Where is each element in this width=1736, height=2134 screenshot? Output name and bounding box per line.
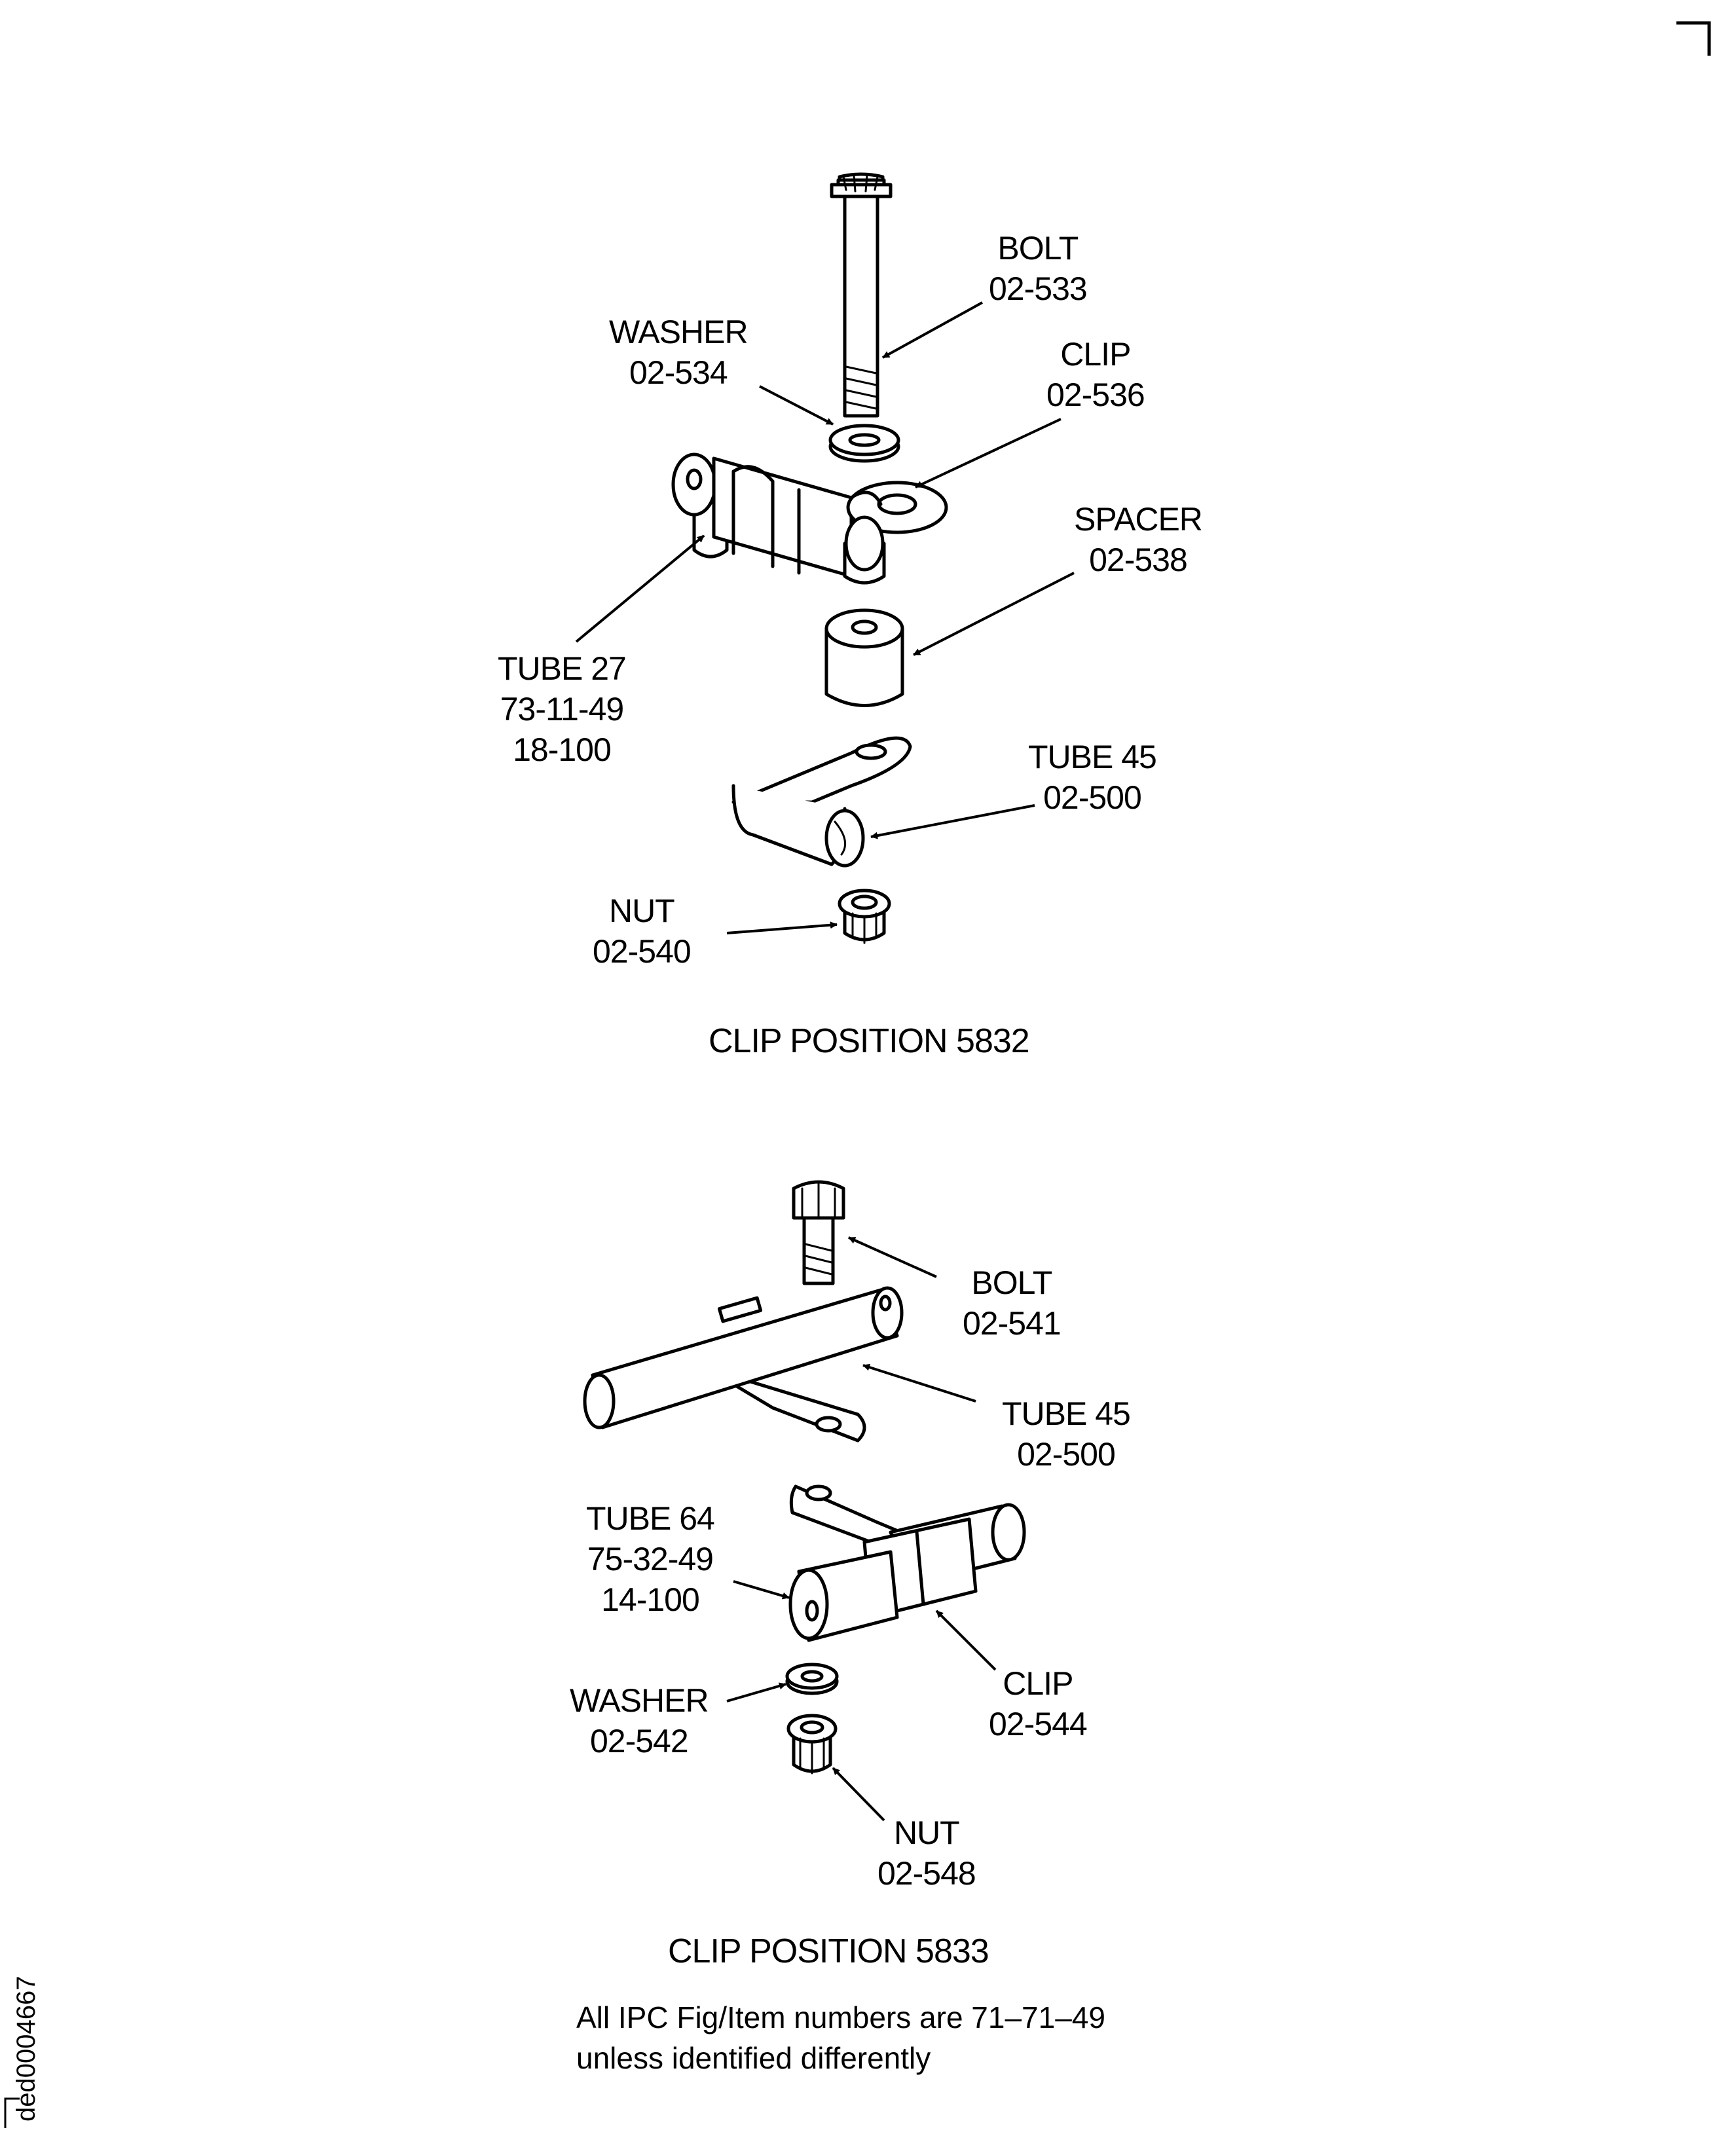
label-part: 02-538 bbox=[1089, 542, 1188, 578]
footnote: All IPC Fig/Item numbers are 71–71–49 un… bbox=[576, 1997, 1105, 2078]
label-nut-02-548: NUT 02-548 bbox=[877, 1812, 976, 1894]
label-part: 02-533 bbox=[989, 270, 1088, 307]
leader-tube-27 bbox=[575, 534, 705, 643]
label-tube-45-fig1: TUBE 45 02-500 bbox=[1028, 737, 1157, 818]
label-spacer-02-538: SPACER 02-538 bbox=[1074, 499, 1203, 580]
label-tube-27: TUBE 27 73-11-49 18-100 bbox=[498, 648, 627, 770]
nut-02-540-drawing bbox=[838, 889, 891, 944]
label-part: 02-542 bbox=[589, 1723, 689, 1759]
label-washer-02-542: WASHER 02-542 bbox=[570, 1680, 709, 1761]
leader-nut-02-540 bbox=[726, 921, 838, 934]
label-fig: 73-11-49 bbox=[500, 691, 624, 727]
corner-mark-bottom-left bbox=[4, 2097, 20, 2128]
label-bolt-02-541: BOLT 02-541 bbox=[963, 1262, 1062, 1344]
label-part: 02-544 bbox=[989, 1706, 1088, 1742]
leader-tube-64 bbox=[733, 1580, 790, 1600]
label-name: TUBE 27 bbox=[498, 650, 627, 687]
label-part: 02-540 bbox=[593, 933, 692, 970]
washer-02-542-drawing bbox=[785, 1663, 839, 1695]
label-name: NUT bbox=[893, 1814, 960, 1851]
spacer-02-538-drawing bbox=[824, 608, 904, 707]
label-name: SPACER bbox=[1074, 501, 1203, 538]
label-name: NUT bbox=[608, 892, 675, 929]
leader-washer-02-534 bbox=[759, 385, 834, 426]
nut-02-548-drawing bbox=[786, 1714, 838, 1775]
label-part: 02-500 bbox=[1043, 779, 1142, 816]
label-clip-02-544: CLIP 02-544 bbox=[989, 1663, 1088, 1744]
leader-tube-45-fig2 bbox=[862, 1363, 976, 1403]
label-name: WASHER bbox=[570, 1682, 709, 1719]
footnote-line-1: All IPC Fig/Item numbers are 71–71–49 bbox=[576, 2000, 1105, 2034]
footnote-line-2: unless identified differently bbox=[576, 2041, 931, 2075]
label-part: 02-541 bbox=[963, 1305, 1062, 1342]
corner-mark-top-right bbox=[1676, 21, 1711, 56]
label-bolt-02-533: BOLT 02-533 bbox=[989, 228, 1088, 309]
label-tube-45-fig2: TUBE 45 02-500 bbox=[1002, 1393, 1131, 1475]
leader-spacer-02-538 bbox=[913, 572, 1075, 656]
tube-45-clip-drawing bbox=[731, 736, 912, 868]
label-part: 02-548 bbox=[877, 1855, 976, 1892]
figure2-caption: CLIP POSITION 5833 bbox=[668, 1932, 989, 1970]
label-name: TUBE 45 bbox=[1002, 1395, 1131, 1432]
tube-45-long-drawing bbox=[583, 1286, 904, 1443]
label-name: WASHER bbox=[609, 314, 748, 350]
washer-02-534-drawing bbox=[828, 424, 900, 463]
label-item: 18-100 bbox=[513, 731, 612, 768]
label-item: 14-100 bbox=[601, 1581, 700, 1618]
bolt-02-541-drawing bbox=[792, 1180, 845, 1285]
figure1-caption: CLIP POSITION 5832 bbox=[709, 1022, 1030, 1060]
label-tube-64: TUBE 64 75-32-49 14-100 bbox=[586, 1498, 715, 1620]
label-fig: 75-32-49 bbox=[587, 1541, 714, 1577]
label-name: CLIP bbox=[1060, 336, 1131, 373]
label-part: 02-534 bbox=[629, 354, 728, 391]
label-clip-02-536: CLIP 02-536 bbox=[1046, 334, 1145, 415]
label-name: CLIP bbox=[1003, 1665, 1073, 1702]
label-washer-02-534: WASHER 02-534 bbox=[609, 312, 748, 393]
label-part: 02-500 bbox=[1017, 1436, 1116, 1473]
tube-27-clip-assembly-drawing bbox=[671, 452, 948, 585]
label-name: BOLT bbox=[997, 230, 1079, 267]
leader-washer-02-542 bbox=[726, 1682, 786, 1702]
leader-bolt-02-541 bbox=[848, 1236, 937, 1278]
leader-bolt-02-533 bbox=[882, 301, 983, 359]
leader-clip-02-544 bbox=[935, 1610, 997, 1671]
bolt-02-533-drawing bbox=[830, 172, 893, 418]
label-name: TUBE 64 bbox=[586, 1500, 715, 1537]
label-name: BOLT bbox=[971, 1264, 1052, 1301]
label-name: TUBE 45 bbox=[1028, 739, 1157, 775]
reference-id: ded0004667 bbox=[12, 1976, 41, 2122]
leader-nut-02-548 bbox=[832, 1767, 885, 1822]
leader-clip-02-536 bbox=[915, 418, 1062, 488]
leader-tube-45-fig1 bbox=[870, 804, 1035, 839]
tube-64-clip-assembly-drawing bbox=[788, 1484, 1026, 1642]
label-part: 02-536 bbox=[1046, 377, 1145, 413]
label-nut-02-540: NUT 02-540 bbox=[593, 891, 692, 972]
